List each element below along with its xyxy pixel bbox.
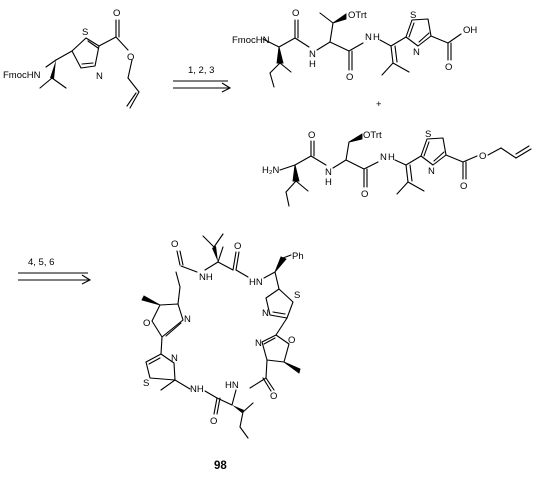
- product-tripeptide-amine-ester: H₂N O N H OTrt O N H S N: [262, 129, 532, 207]
- atom-label-n: N: [325, 167, 332, 178]
- atom-label-o: O: [127, 52, 134, 63]
- atom-label-h: H: [388, 152, 395, 163]
- plus-sign: +: [376, 99, 382, 110]
- atom-label-o: O: [234, 241, 241, 252]
- atom-label-o: O: [445, 62, 452, 73]
- atom-label-o: O: [143, 318, 150, 329]
- reaction-conditions-1: 1, 2, 3: [188, 65, 214, 76]
- atom-label-n: N: [365, 32, 372, 43]
- atom-label-otrt: OTrt: [363, 130, 382, 141]
- atom-label-nh: NH: [190, 384, 204, 395]
- atom-label-n: N: [255, 338, 262, 349]
- atom-label-s: S: [82, 27, 88, 38]
- atom-label-o: O: [171, 239, 178, 250]
- atom-label-s: S: [410, 10, 416, 21]
- atom-label-o: O: [210, 416, 217, 427]
- product-tripeptide-acid: FmocHN O N H OTrt O N H S N: [232, 8, 477, 88]
- atom-label-o: O: [292, 8, 299, 19]
- atom-label-fmoc-hn: FmocHN: [3, 70, 41, 81]
- atom-label-o: O: [113, 8, 120, 19]
- atom-label-o: O: [346, 72, 353, 83]
- reaction-arrow-1: 1, 2, 3: [173, 65, 232, 93]
- atom-label-h2n: H₂N: [262, 165, 280, 176]
- macrocycle-98: O NH O HN Ph S N N O O: [141, 233, 304, 472]
- atom-label-s: S: [294, 290, 300, 301]
- atom-label-o: O: [308, 130, 315, 141]
- atom-label-n: N: [171, 353, 178, 364]
- atom-label-fmoc-hn: FmocHN: [232, 35, 270, 46]
- atom-label-n: N: [380, 152, 387, 163]
- atom-label-n: N: [413, 47, 420, 58]
- atom-label-o: O: [361, 189, 368, 200]
- atom-label-o: O: [460, 181, 467, 192]
- atom-label-n: N: [262, 308, 269, 319]
- atom-label-h: H: [325, 177, 332, 188]
- atom-label-ph: Ph: [292, 251, 304, 262]
- starting-material-thiazole-allyl-ester: FmocHN S N O O: [3, 8, 140, 109]
- atom-label-s: S: [425, 129, 431, 140]
- atom-label-s: S: [143, 378, 149, 389]
- reaction-arrow-2: 4, 5, 6: [18, 257, 92, 285]
- compound-label-98: 98: [214, 460, 227, 472]
- atom-label-oh: OH: [463, 25, 477, 36]
- atom-label-otrt: OTrt: [348, 10, 367, 21]
- atom-label-hn: HN: [249, 277, 263, 288]
- atom-label-n: N: [96, 71, 103, 82]
- atom-label-o: O: [288, 335, 295, 346]
- atom-label-n: N: [309, 49, 316, 60]
- atom-label-hn: HN: [225, 380, 239, 391]
- atom-label-o: O: [479, 151, 486, 162]
- atom-label-h: H: [309, 59, 316, 70]
- atom-label-n: N: [184, 314, 191, 325]
- atom-label-n: N: [428, 166, 435, 177]
- reaction-conditions-2: 4, 5, 6: [28, 257, 54, 268]
- atom-label-h: H: [373, 32, 380, 43]
- atom-label-nh: NH: [199, 272, 213, 283]
- atom-label-o: O: [270, 391, 277, 402]
